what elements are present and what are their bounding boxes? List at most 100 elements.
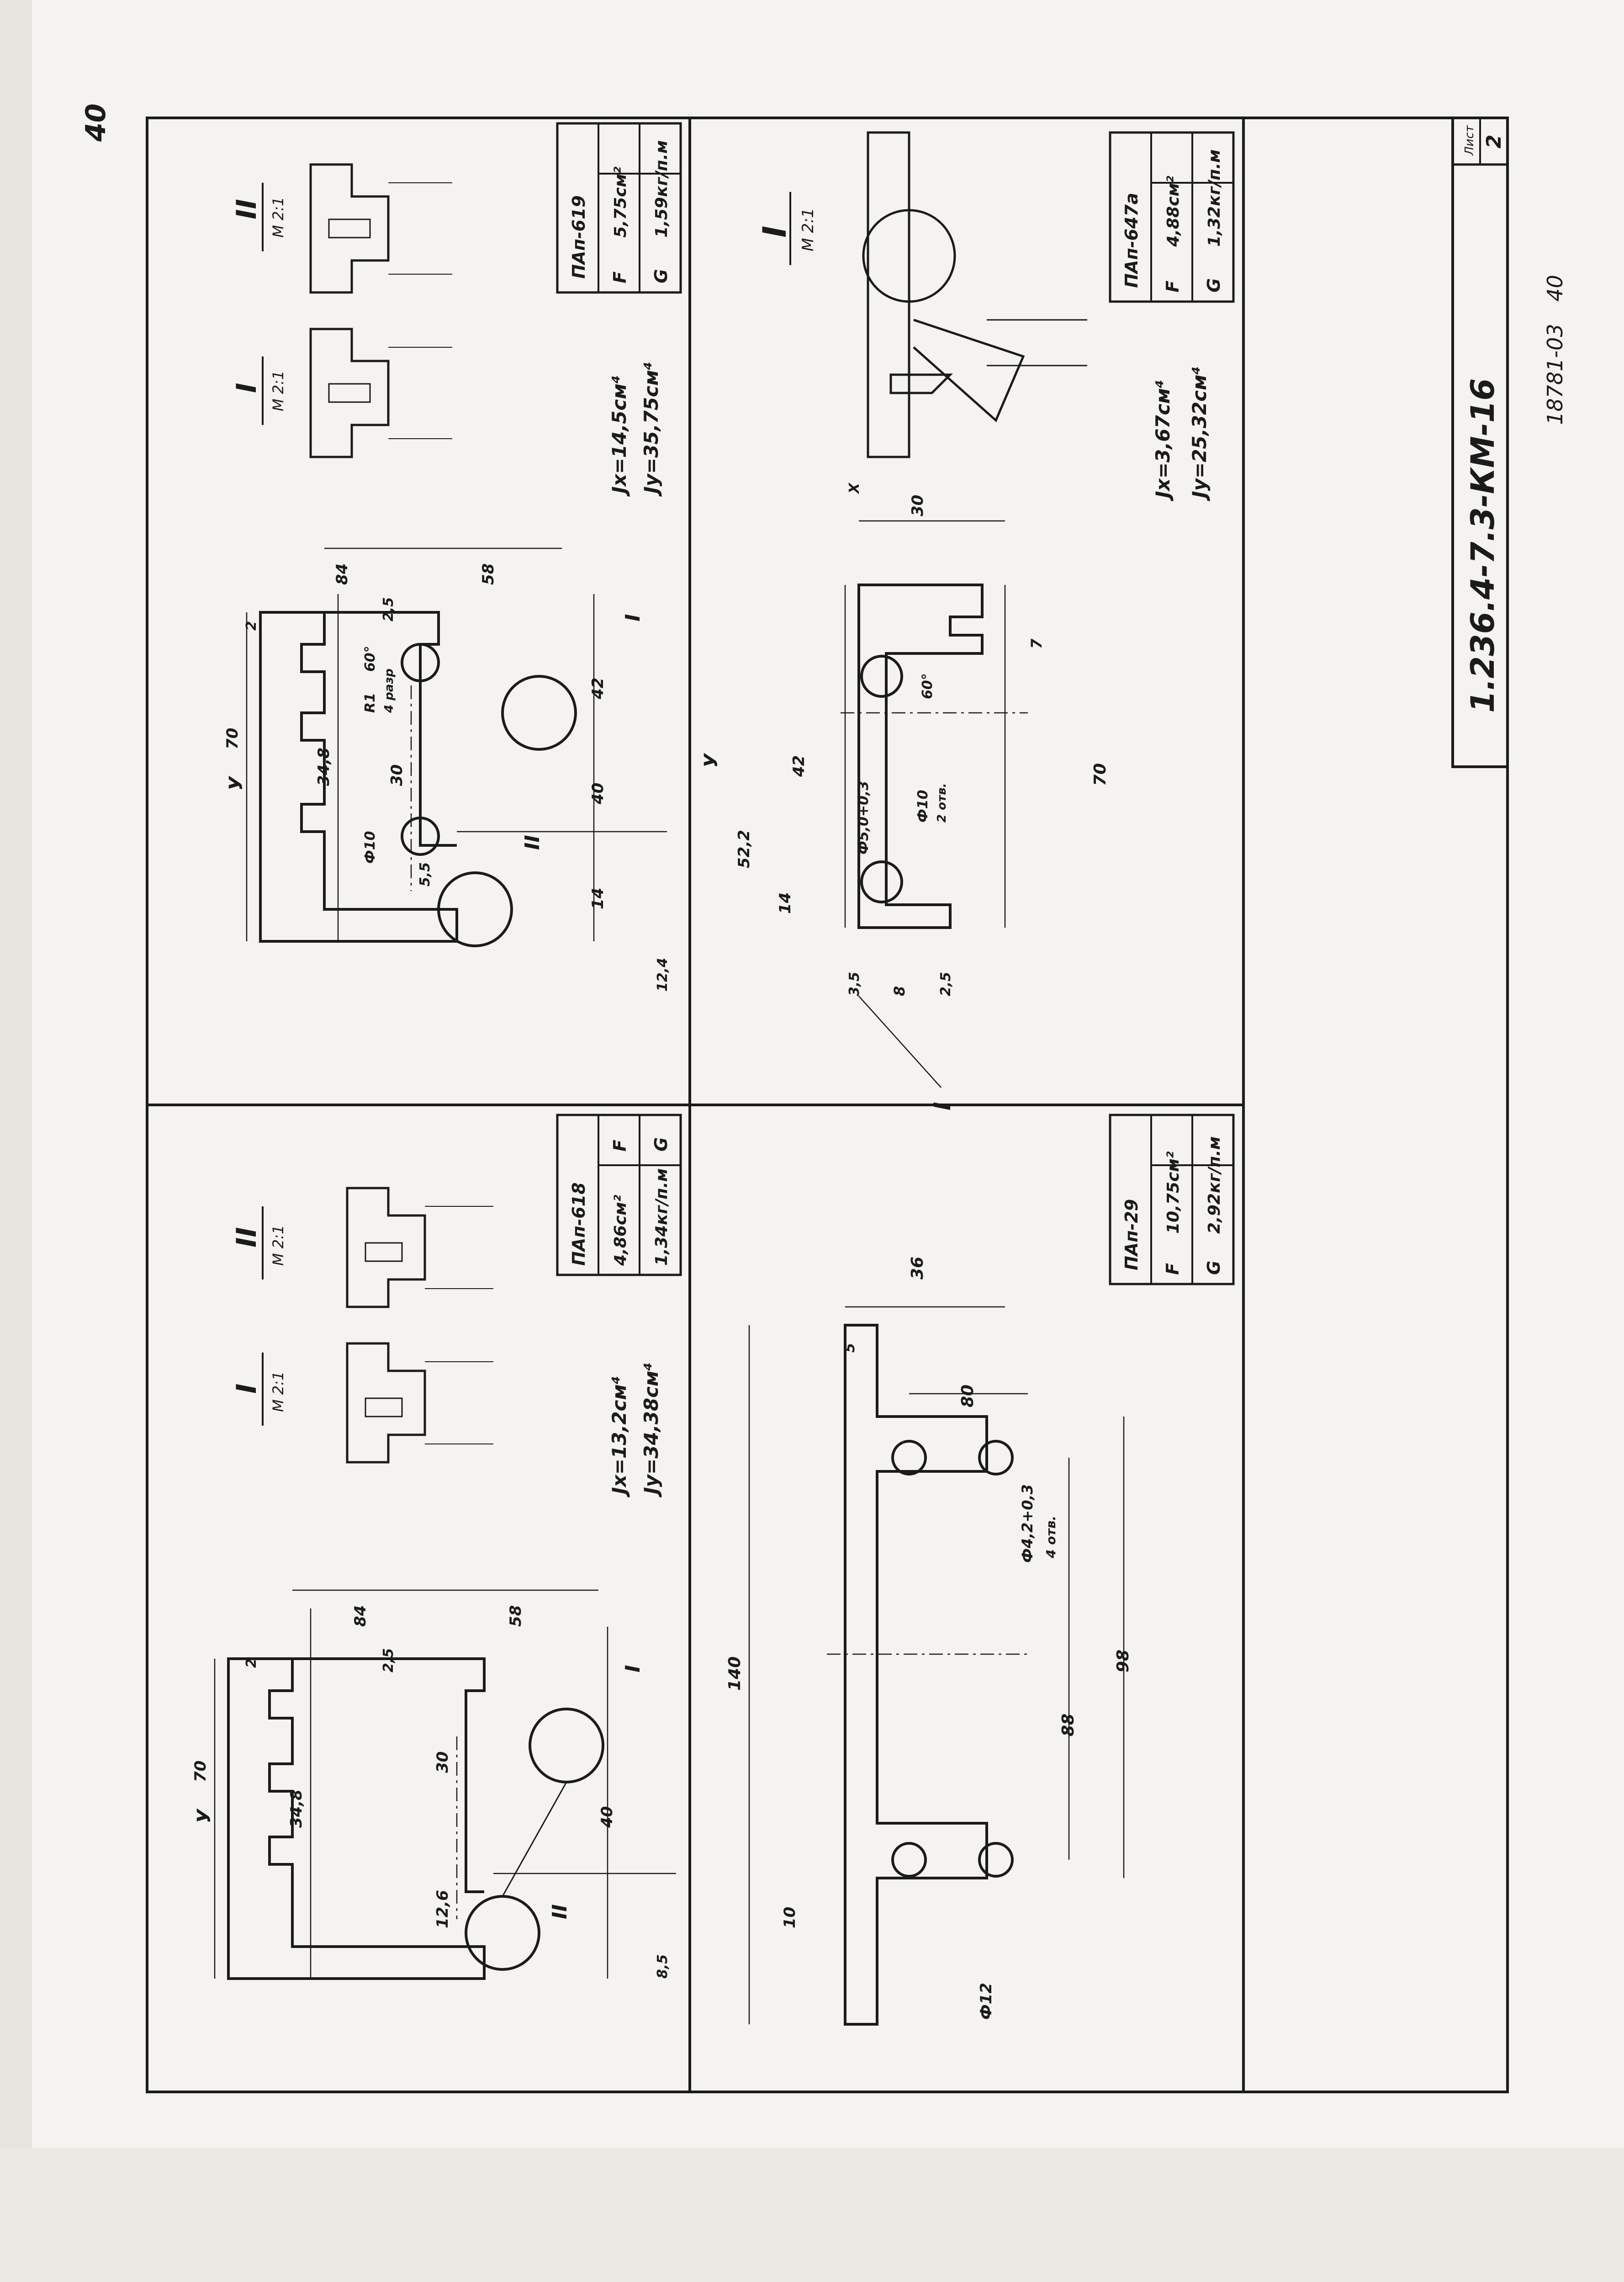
dimension-values-pap-647a: 70 52,2 42 30 14 8 7 3,5 2,5 Ф5,0+0,3 Ф1…: [701, 482, 1110, 1110]
detail-i-title: I: [756, 226, 793, 238]
dimension-value: 12,4: [655, 958, 671, 992]
dimension-value: 70: [1091, 763, 1110, 786]
dimension-lines-pap-618: [214, 1589, 676, 1979]
dimension-value: 84: [351, 1605, 370, 1627]
drawing-frame: [146, 117, 1509, 2093]
detail-ii-sketch: [346, 1187, 493, 1308]
dimension-value: У: [194, 1808, 215, 1823]
area-label: F: [1163, 281, 1183, 292]
dimension-value: У: [701, 753, 722, 768]
area-value: 4,88см²: [1164, 175, 1183, 247]
detail-i-sketch: [309, 328, 452, 458]
dimension-value: 70: [223, 728, 242, 749]
area-value: 4,86см²: [611, 1194, 630, 1266]
dimension-value: У: [226, 775, 247, 791]
property-table-pap-647a: ПАп-647а F 4,88см² G 1,32кг/п.м: [1109, 131, 1235, 303]
dimension-value: 58: [507, 1605, 525, 1627]
dimension-value: 8,5: [655, 1954, 671, 1979]
detail-i-scale: М 2:1: [270, 1371, 287, 1412]
dimension-value: 30: [388, 764, 406, 786]
dimension-value: Ф12: [977, 1983, 995, 2020]
area-label: F: [610, 1140, 630, 1152]
dimension-values-pap-619: 70 34,8 84 58 42 40 30 14 12,4 2,5 5,5 R…: [223, 563, 671, 992]
mass-label: G: [651, 269, 671, 283]
dimension-lines-pap-29: [748, 1306, 1125, 2024]
dimension-value: 2,5: [381, 597, 397, 621]
dimension-value: 84: [333, 563, 351, 585]
moment-of-inertia-x: Jx=13,2см⁴: [608, 1376, 630, 1497]
dimension-value: 4 отв.: [1043, 1516, 1058, 1559]
dimension-value: 98: [1114, 1650, 1132, 1672]
detail-ii-title: II: [231, 199, 263, 219]
area-value: 5,75см²: [611, 166, 630, 238]
profile-pap-647a: ПАп-647а F 4,88см² G 1,32кг/п.м Jx=3,67с…: [701, 131, 1235, 1110]
dimension-lines-pap-647a: [841, 520, 1028, 1088]
dimension-value: 88: [1059, 1714, 1078, 1736]
profile-name: ПАп-619: [569, 195, 589, 279]
dimension-value: 70: [191, 1761, 210, 1782]
mass-value: 2,92кг/п.м: [1205, 1136, 1224, 1234]
area-label: F: [610, 271, 630, 283]
dimension-value: II: [548, 1904, 571, 1919]
profile-pap-29: ПАп-29 F 10,75см² G 2,92кг/п.м 140 36 80…: [725, 1114, 1235, 2026]
moment-of-inertia-y: Jy=35,75см⁴: [640, 361, 662, 497]
detail-ii-scale: М 2:1: [270, 197, 287, 238]
mass-label: G: [651, 1137, 671, 1152]
detail-i-scale: М 2:1: [799, 208, 817, 251]
detail-i-sketch: [862, 131, 1087, 458]
profile-name: ПАп-29: [1121, 1199, 1142, 1270]
dimension-value: 42: [589, 678, 607, 700]
property-table-pap-619: ПАп-619 F 5,75см² G 1,59кг/п.м: [556, 122, 682, 294]
dimension-value: Ф10: [362, 831, 378, 864]
dimension-value: 8: [891, 986, 908, 996]
mass-value: 1,32кг/п.м: [1205, 149, 1224, 247]
dimension-value: 5,5: [417, 862, 433, 886]
property-table-pap-29: ПАп-29 F 10,75см² G 2,92кг/п.м: [1109, 1114, 1235, 1285]
dimension-value: 42: [790, 755, 808, 777]
dimension-value: 4 разр: [382, 669, 396, 713]
mass-label: G: [1204, 1261, 1224, 1275]
corner-page-mark: 40: [80, 104, 112, 143]
section-outline-pap-619: [259, 611, 577, 947]
title-block: Лист 2 1.236.4-7.3-КМ-16: [1451, 117, 1509, 768]
detail-i-sketch: [346, 1342, 493, 1464]
profile-name: ПАп-618: [569, 1182, 589, 1266]
dimension-value: 80: [958, 1385, 977, 1407]
dimension-value: 30: [909, 495, 927, 516]
moment-of-inertia-y: Jy=25,32см⁴: [1188, 366, 1211, 501]
profile-pap-618: ПАп-618 F 4,86см² G 1,34кг/п.м Jx=13,2см…: [191, 1114, 682, 1980]
detail-i-scale: М 2:1: [270, 371, 287, 411]
dimension-value: 10: [781, 1907, 799, 1928]
detail-ii-scale: М 2:1: [270, 1225, 287, 1266]
dimension-value: 14: [776, 892, 794, 914]
dimension-value: 7: [1028, 638, 1045, 649]
dimension-value: 30: [434, 1751, 452, 1773]
dimension-value: 140: [725, 1656, 744, 1691]
dimension-value: X: [846, 482, 862, 494]
dimension-value: Ф10: [915, 790, 931, 823]
dimension-value: R1: [362, 693, 378, 713]
property-table-pap-618: ПАп-618 F 4,86см² G 1,34кг/п.м: [556, 1114, 682, 1276]
dimension-value: 34,8: [287, 1789, 306, 1828]
dimension-value: 2,5: [381, 1648, 397, 1672]
moment-of-inertia-x: Jx=3,67см⁴: [1152, 380, 1174, 501]
dimension-value: 58: [479, 563, 497, 585]
dimension-value: I: [621, 614, 645, 621]
dimension-value: 34,8: [315, 748, 333, 786]
profile-name: ПАп-647а: [1121, 193, 1142, 288]
dimension-value: I: [929, 1102, 956, 1110]
dimension-value: 60°: [362, 646, 378, 672]
dimension-value: 3,5: [846, 972, 862, 996]
dimension-value: 2: [243, 621, 259, 631]
section-outline-pap-29: [844, 1324, 1014, 2026]
area-value: 10,75см²: [1164, 1151, 1183, 1234]
dimension-value: 60°: [920, 673, 936, 699]
dimension-value: Ф4,2+0,3: [1019, 1484, 1036, 1563]
mass-label: G: [1204, 278, 1224, 292]
dimension-lines-pap-619: [246, 547, 667, 941]
area-label: F: [1163, 1263, 1183, 1275]
detail-i-title: I: [231, 1384, 263, 1394]
dimension-value: 2: [243, 1658, 259, 1668]
dimension-value: 36: [908, 1257, 927, 1279]
detail-i-title: I: [231, 383, 263, 393]
